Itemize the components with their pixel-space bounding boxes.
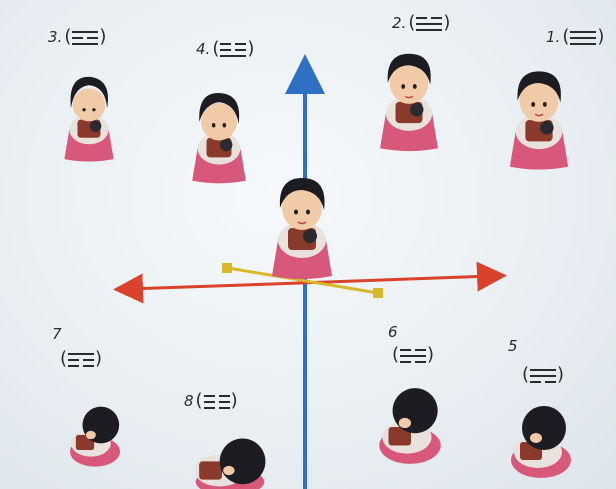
- trigram-label-2: 2.(): [392, 14, 450, 32]
- diagonal-axis-end-left: [222, 263, 232, 273]
- trigram-line-solid: [400, 354, 427, 357]
- trigram-line-solid: [530, 374, 557, 377]
- trigram-line-broken: [400, 360, 427, 363]
- paren-open: (: [408, 12, 416, 33]
- doll-figure-3: [64, 76, 114, 162]
- doll-figure-5: [511, 406, 571, 478]
- trigram-line-broken: [203, 400, 230, 403]
- paren-close: ): [427, 344, 435, 365]
- trigram-line-broken: [530, 380, 557, 383]
- trigram-symbol: [416, 16, 443, 31]
- trigram-line-solid: [68, 352, 95, 355]
- paren-open: (: [562, 26, 570, 47]
- label-number: 1.: [546, 28, 561, 46]
- trigram-symbol: [570, 30, 597, 45]
- trigram-line-solid: [416, 28, 443, 31]
- paren-open: (: [195, 390, 203, 411]
- paren-close: ): [597, 26, 605, 47]
- doll-figure-center: [272, 178, 332, 279]
- paren-open: (: [60, 348, 68, 369]
- paren-close: ): [95, 348, 103, 369]
- trigram-label-5: 5: [508, 338, 520, 354]
- paren-close: ): [557, 364, 565, 385]
- doll-figure-4: [192, 93, 246, 184]
- doll-figure-6: [379, 388, 441, 464]
- trigram-label-3: 3.(): [48, 28, 106, 46]
- label-number: 7: [52, 325, 62, 343]
- trigram-line-solid: [416, 22, 443, 25]
- trigram-line-solid: [220, 54, 247, 57]
- trigram-label-1: 1.(): [546, 28, 604, 46]
- label-number: 5: [508, 337, 518, 355]
- paren-close: ): [247, 38, 255, 59]
- label-number: 2.: [392, 14, 407, 32]
- paren-close: ): [99, 26, 107, 47]
- trigram-symbol: [203, 394, 230, 409]
- trigram-line-broken: [68, 358, 95, 361]
- label-number: 4.: [196, 40, 211, 58]
- label-number: 3.: [48, 28, 63, 46]
- trigram-line-broken: [203, 406, 230, 409]
- paren-open: (: [522, 364, 530, 385]
- trigram-line-solid: [570, 36, 597, 39]
- trigram-label-7-symbol: (): [60, 350, 102, 368]
- doll-figure-7: [70, 406, 120, 467]
- trigram-line-solid: [72, 30, 99, 33]
- label-number: 8: [184, 392, 194, 410]
- trigram-line-solid: [72, 42, 99, 45]
- trigram-line-broken: [220, 48, 247, 51]
- trigram-symbol: [530, 368, 557, 383]
- trigram-line-broken: [220, 42, 247, 45]
- paren-close: ): [230, 390, 238, 411]
- doll-figure-1: [509, 71, 569, 170]
- horizontal-axis-right: [299, 261, 507, 292]
- trigram-label-8: 8(): [184, 392, 238, 410]
- trigram-label-5-symbol: (): [522, 366, 564, 384]
- horizontal-axis-left: [113, 273, 301, 304]
- diagonal-axis: [227, 266, 379, 295]
- trigram-line-broken: [203, 394, 230, 397]
- doll-figure-2: [380, 53, 438, 152]
- trigram-line-solid: [570, 42, 597, 45]
- trigram-label-6: 6: [388, 324, 400, 340]
- trigram-symbol: [400, 348, 427, 363]
- paren-open: (: [212, 38, 220, 59]
- trigram-symbol: [72, 30, 99, 45]
- trigram-symbol: [220, 42, 247, 57]
- trigram-line-broken: [68, 364, 95, 367]
- paren-close: ): [443, 12, 451, 33]
- trigram-label-7: 7: [52, 326, 64, 342]
- trigram-line-solid: [570, 30, 597, 33]
- trigram-line-broken: [400, 348, 427, 351]
- trigram-symbol: [68, 352, 95, 367]
- trigram-label-6-symbol: (): [392, 346, 434, 364]
- trigram-label-4: 4.(): [196, 40, 254, 58]
- trigram-line-solid: [530, 368, 557, 371]
- label-number: 6: [388, 323, 398, 341]
- diagonal-axis-end-right: [373, 288, 383, 298]
- paren-open: (: [64, 26, 72, 47]
- trigram-line-broken: [416, 16, 443, 19]
- paren-open: (: [392, 344, 400, 365]
- trigram-line-broken: [72, 36, 99, 39]
- doll-figure-8: [194, 438, 266, 489]
